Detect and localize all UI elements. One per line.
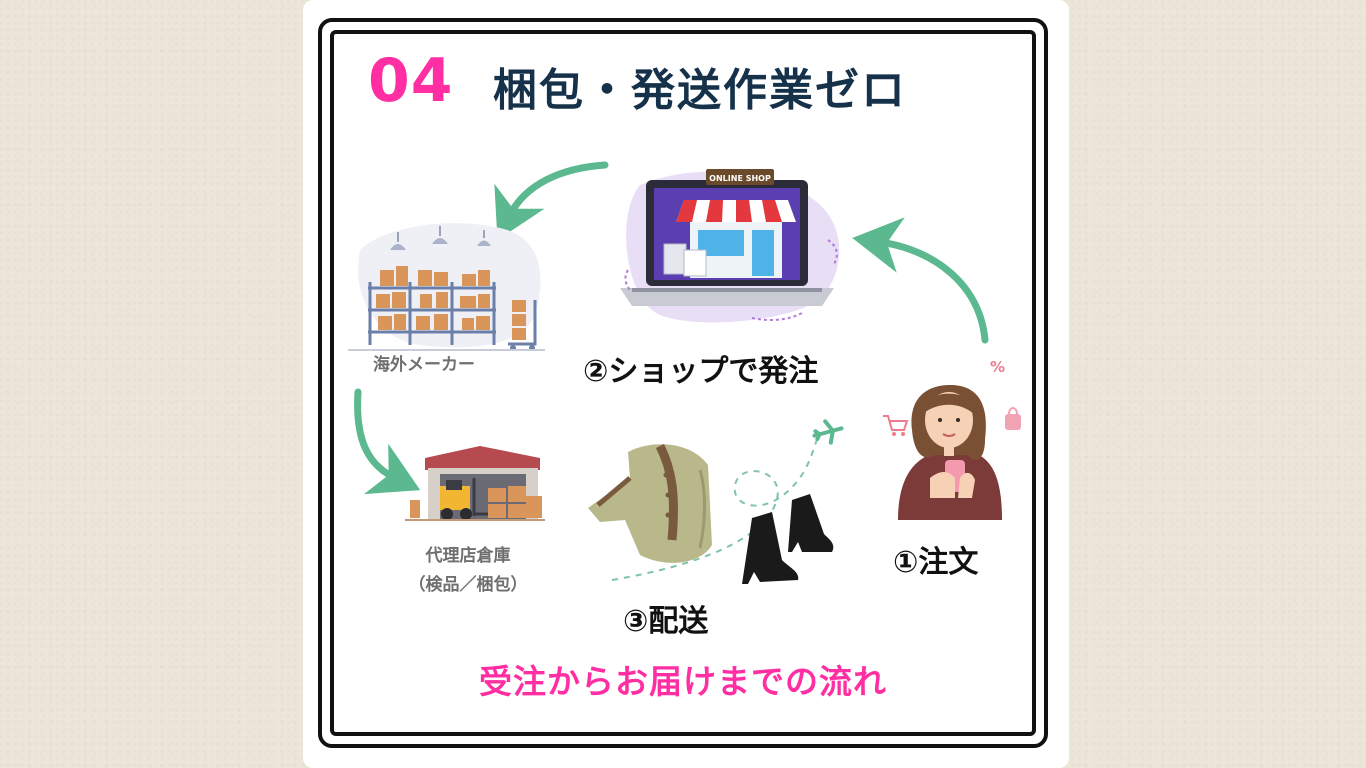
maker-warehouse-icon: [348, 223, 545, 351]
step-order-label: ①注文: [893, 545, 979, 580]
warehouse-label-line2: （検品／梱包）: [408, 575, 528, 595]
percent-icon: %: [990, 358, 1005, 376]
online-shop-laptop-icon: ONLINE SHOP: [620, 169, 840, 323]
forklift-icon: [440, 478, 488, 520]
flow-caption: 受注からお届けまでの流れ: [479, 662, 887, 701]
shopping-bag-icon: [1005, 407, 1021, 430]
shopping-cart-icon: [883, 415, 909, 436]
step-shop-order-label: ②ショップで発注: [583, 354, 819, 389]
distributor-warehouse-icon: [405, 446, 545, 521]
boots-icon: [742, 494, 834, 584]
outer-frame: [318, 18, 1048, 748]
maker-label: 海外メーカー: [373, 355, 475, 375]
arrow-shop-to-maker: [494, 161, 609, 241]
content-card: [303, 0, 1069, 768]
airplane-icon: [812, 419, 844, 445]
step-delivery-label: ③配送: [623, 604, 709, 639]
delivery-dash-path: [611, 434, 821, 581]
inner-frame: [330, 30, 1036, 736]
section-title: 梱包・発送作業ゼロ: [493, 65, 907, 116]
arrow-maker-to-warehouse: [354, 388, 421, 495]
hand-truck-icon: [508, 300, 537, 351]
arrow-order-to-shop: [852, 217, 989, 344]
section-number: 04: [368, 46, 454, 116]
customer-woman-icon: [898, 385, 1002, 520]
cardigan-icon: [588, 443, 712, 563]
online-shop-sign: ONLINE SHOP: [709, 174, 771, 183]
warehouse-label-line1: 代理店倉庫: [425, 546, 511, 566]
